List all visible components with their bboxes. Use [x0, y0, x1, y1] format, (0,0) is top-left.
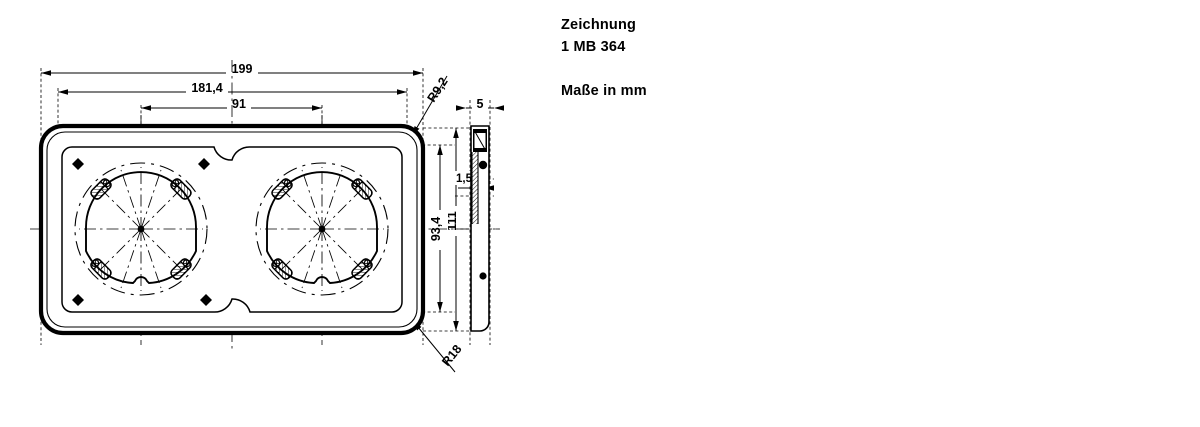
section-wall-hatch	[472, 152, 478, 224]
dimension-burner-spacing: 91	[141, 96, 322, 111]
dim-label-5: 5	[477, 97, 484, 111]
dim-label-r9-2: R9,2	[425, 75, 451, 105]
dim-label-1-5: 1,5	[456, 173, 473, 185]
frame-edge-line	[46, 131, 418, 328]
dimension-corner-radius-inner: R18	[412, 320, 465, 373]
dim-label-181-4: 181,4	[191, 81, 222, 95]
note-subtitle: 1 MB 364	[561, 39, 626, 55]
diamond-markers	[72, 158, 212, 306]
dimension-inner-width: 181,4	[58, 80, 407, 95]
section-feature-lower	[479, 272, 487, 280]
top-view: 199 181,4 91 111 93,4 R9,2	[30, 60, 500, 373]
section-feature-upper	[478, 160, 488, 170]
note-units: Maße in mm	[561, 83, 647, 99]
note-title: Zeichnung	[561, 17, 637, 33]
side-section-view: 5 1,5	[455, 96, 504, 345]
note-spacer	[561, 58, 861, 80]
dimension-thickness: 5	[456, 96, 504, 111]
dimension-inner-height: 93,4	[429, 145, 448, 312]
dimension-overall-width: 199	[41, 61, 423, 76]
section-hatch-line	[473, 129, 487, 152]
dim-label-111: 111	[445, 211, 459, 231]
drawing-notes: Zeichnung 1 MB 364 Maße in mm	[561, 14, 861, 102]
dim-label-r18: R18	[439, 342, 464, 369]
dimension-flange-thickness: 1,5	[455, 171, 494, 191]
dim-label-91: 91	[232, 97, 246, 111]
dimension-corner-radius-outer: R9,2	[411, 75, 451, 137]
dimension-overall-height: 111	[445, 128, 464, 331]
dim-label-199: 199	[232, 62, 253, 76]
